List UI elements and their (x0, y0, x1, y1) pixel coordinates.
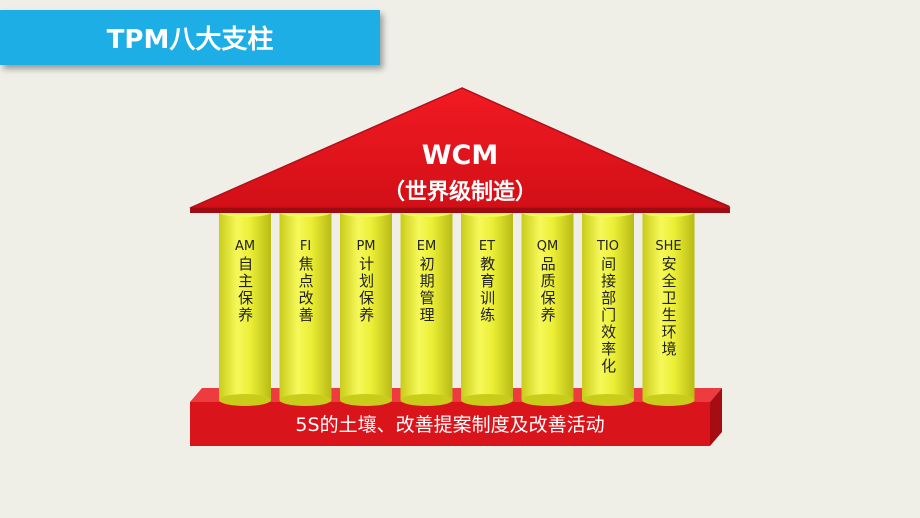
pillar (400, 207, 453, 406)
page-title-banner: TPM八大支柱 (0, 10, 380, 65)
roof (189, 87, 731, 213)
pillar (521, 207, 574, 406)
pillar-code: SHE (655, 239, 682, 254)
pillar-code: FI (299, 239, 312, 254)
pillar-code: PM (356, 239, 376, 254)
pillar-name: 安全卫生环境 (659, 255, 678, 358)
pillar-name: 初期管理 (417, 255, 436, 324)
pillar-name: 计划保养 (357, 255, 376, 324)
pillar-code: EM (416, 239, 437, 254)
pillar-code: TIO (596, 239, 619, 254)
pillar-name: 焦点改善 (296, 255, 315, 324)
pillar-name: 间接部门效率化 (599, 255, 618, 375)
pillar (219, 207, 271, 406)
pillar (582, 207, 634, 406)
pillars (219, 207, 695, 406)
pillar-name: 自主保养 (236, 255, 255, 324)
pillar-name: 教育训练 (478, 255, 497, 324)
roof-subtitle: （世界级制造） (382, 180, 537, 205)
page-title: TPM八大支柱 (106, 25, 274, 55)
roof-title: WCM (421, 140, 499, 171)
pillar-code: AM (234, 239, 256, 254)
pillar-code: ET (478, 239, 496, 254)
pillar-name: 品质保养 (538, 255, 557, 324)
pillar-code: QM (536, 239, 559, 254)
foundation-label: 5S的土壤、改善提案制度及改善活动 (295, 414, 605, 436)
